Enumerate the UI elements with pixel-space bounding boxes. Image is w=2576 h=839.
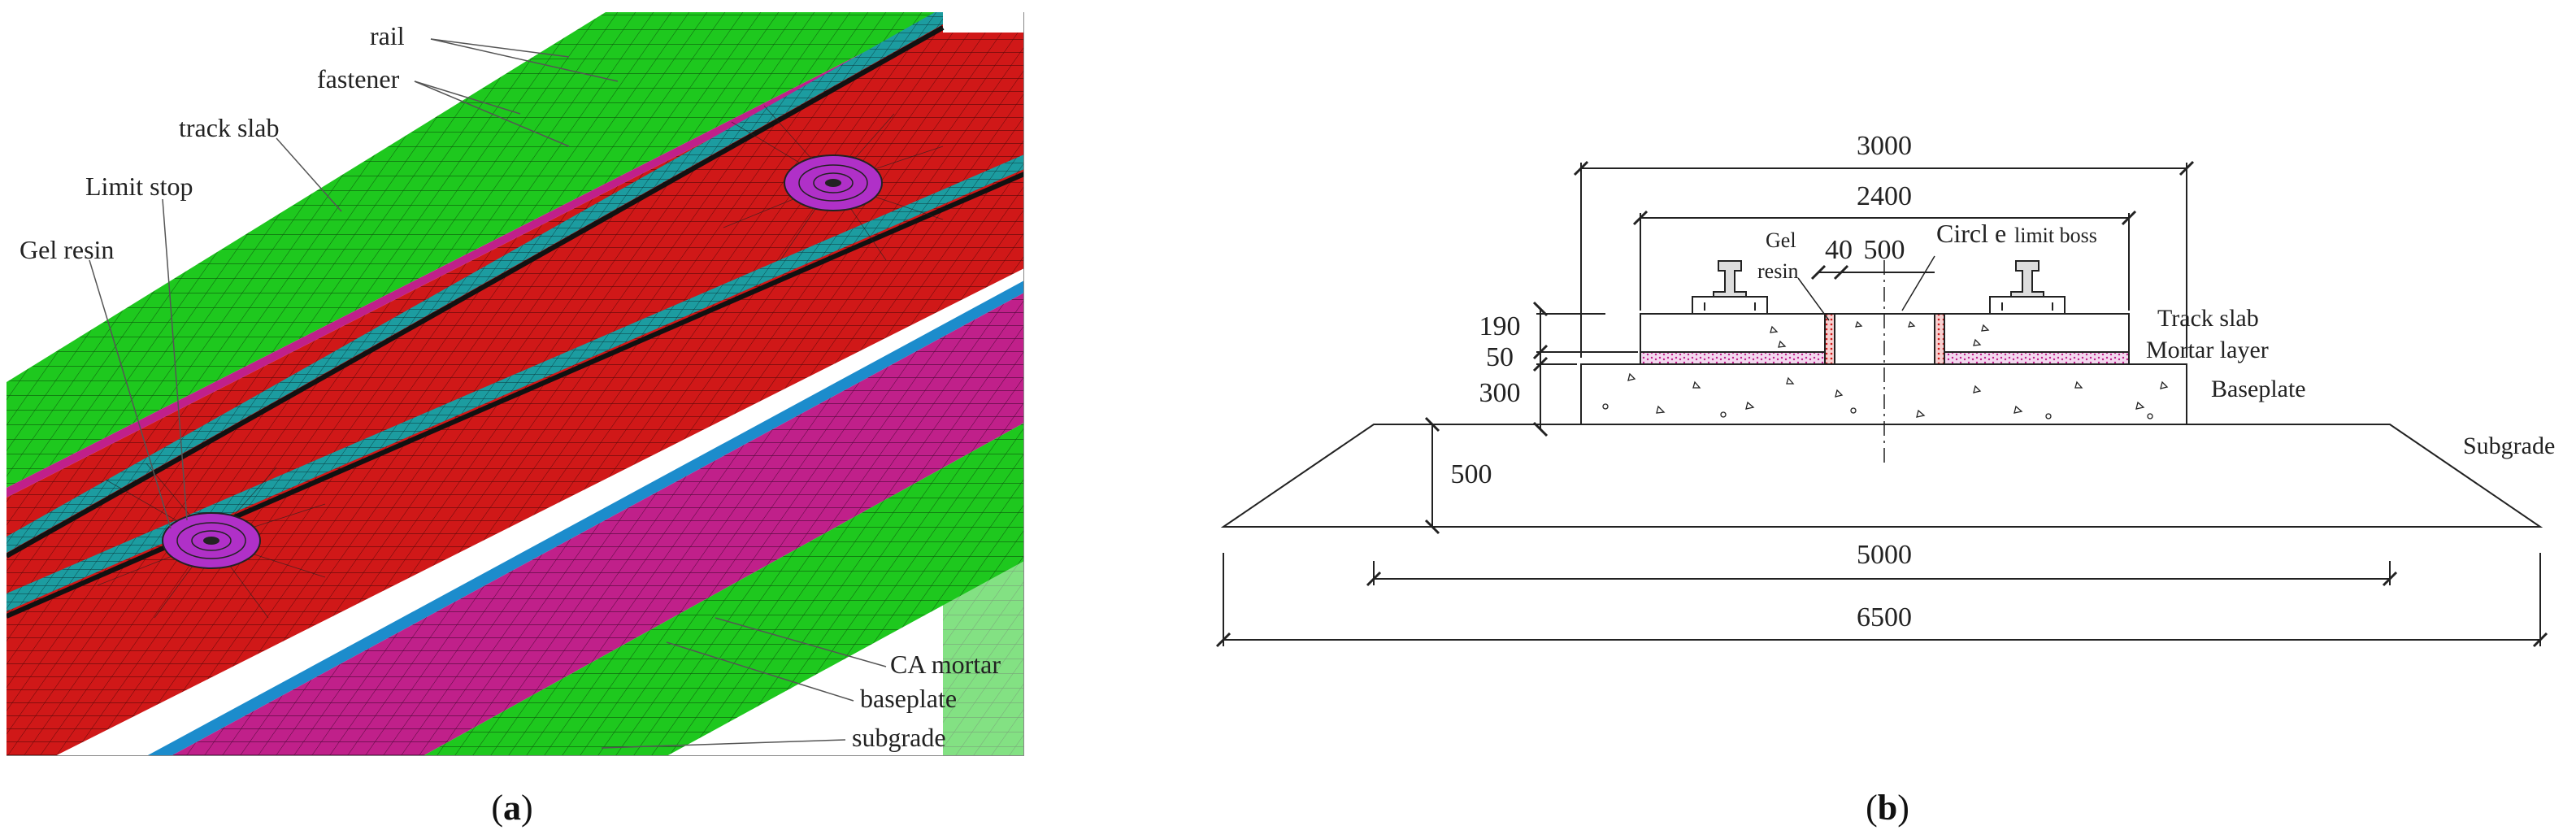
label-subgrade-b: Subgrade (2463, 433, 2555, 459)
label-fastener: fastener (317, 64, 400, 93)
label-track-slab-b: Track slab (2157, 305, 2259, 332)
panel-a-fe-model: rail fastener track slab Limit stop Gel … (7, 12, 1024, 828)
mortar-layer-left (1640, 351, 1826, 365)
label-ca-mortar: CA mortar (890, 650, 1001, 679)
dim-50: 50 (1486, 342, 1514, 372)
label-gel: Gel (1766, 228, 1796, 252)
dim-6500: 6500 (1857, 602, 1912, 633)
label-resin: resin (1757, 259, 1799, 283)
panel-b-caption-letter: b (1878, 788, 1897, 828)
gel-resin-right (1934, 313, 1945, 365)
baseplate-edge (146, 280, 1024, 756)
leader-lines-a (89, 38, 887, 749)
label-gel-resin: Gel resin (20, 235, 114, 264)
label-baseplate-b: Baseplate (2211, 376, 2306, 402)
label-limit-stop: Limit stop (85, 172, 193, 201)
track-slab-right (1944, 313, 2130, 353)
label-circle: Circl e (1936, 219, 2006, 248)
subgrade-lower-region (423, 423, 1024, 756)
rail-1 (7, 12, 943, 553)
mortar-layer-right (1944, 351, 2130, 365)
gel-resin-left (1824, 313, 1835, 365)
dimension-lines (1215, 160, 2548, 648)
label-track-slab: track slab (179, 113, 280, 142)
dim-500-left: 500 (1451, 459, 1492, 489)
rail-right (1989, 260, 2066, 315)
label-limit-boss: limit boss (2014, 224, 2097, 247)
dim-5000: 5000 (1857, 540, 1912, 570)
label-subgrade: subgrade (852, 723, 946, 752)
dim-300: 300 (1479, 378, 1521, 408)
panel-a-caption: (a) (491, 788, 532, 828)
concrete-aggregate (1602, 320, 2169, 420)
dim-40: 40 (1825, 235, 1853, 265)
label-mortar-layer: Mortar layer (2146, 337, 2269, 363)
dim-500-top: 500 (1864, 235, 1905, 265)
dim-2400: 2400 (1857, 181, 1912, 211)
label-rail: rail (370, 21, 405, 50)
panel-b-caption: (b) (1866, 788, 1909, 828)
dim-3000: 3000 (1857, 131, 1912, 161)
leader-lines-b (1797, 255, 1935, 321)
limit-stop-upper (723, 105, 944, 261)
rail-left (1692, 260, 1768, 315)
dim-190: 190 (1479, 311, 1521, 341)
track-slab-left (1640, 313, 1826, 353)
rail-2 (7, 154, 1024, 611)
ca-mortar-region (171, 293, 1024, 756)
panel-b-cross-section: 3000 2400 40 500 190 50 300 500 5000 650… (1215, 131, 2555, 828)
subgrade-section (1220, 424, 2543, 528)
label-baseplate: baseplate (860, 684, 957, 713)
panel-a-caption-letter: a (503, 788, 521, 828)
limit-stop-lower (97, 463, 326, 619)
